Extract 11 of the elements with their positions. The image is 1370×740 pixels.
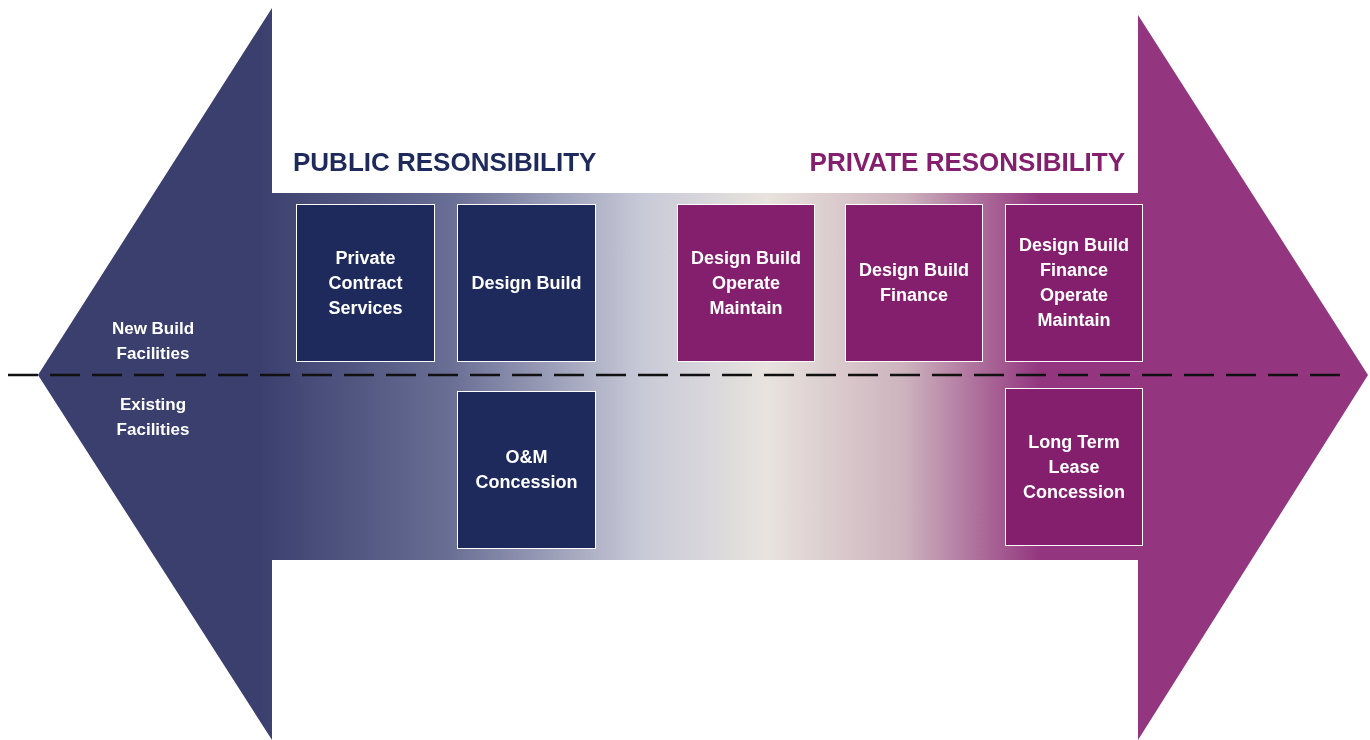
section-heading: PUBLIC RESONSIBILITY — [293, 147, 597, 178]
row-label: New Build Facilities — [110, 318, 196, 365]
model-box: O&M Concession — [457, 391, 596, 549]
model-box: Design Build Operate Maintain — [677, 204, 815, 362]
model-box: Private Contract Services — [296, 204, 435, 362]
row-label: Existing Facilities — [115, 394, 191, 441]
section-heading: PRIVATE RESONSIBILITY — [809, 147, 1125, 178]
model-box: Design Build Finance Operate Maintain — [1005, 204, 1143, 362]
model-box: Design Build — [457, 204, 596, 362]
model-box: Design Build Finance — [845, 204, 983, 362]
model-box: Long Term Lease Concession — [1005, 388, 1143, 546]
